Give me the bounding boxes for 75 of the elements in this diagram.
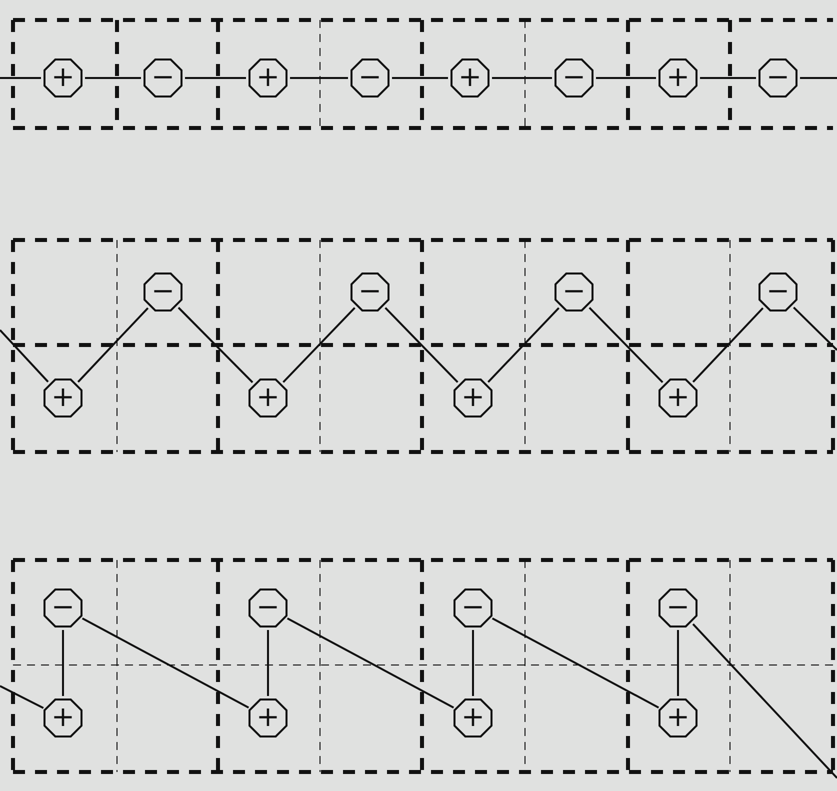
charge-sign: +	[665, 379, 691, 415]
ion-octagon	[451, 376, 495, 420]
charge-sign: +	[255, 699, 281, 735]
charge-sign: −	[150, 273, 176, 309]
connecting-line	[492, 77, 552, 79]
ion-octagon	[246, 376, 290, 420]
ion-octagon	[451, 696, 495, 740]
charge-sign: −	[665, 589, 691, 625]
ion-octagon	[246, 56, 290, 100]
charge-sign: −	[255, 589, 281, 625]
connecting-line	[185, 77, 246, 79]
charge-sign: +	[665, 59, 691, 95]
ion-octagon	[656, 56, 700, 100]
charge-sign: +	[460, 379, 486, 415]
charge-sign: −	[357, 59, 383, 95]
connecting-line	[392, 77, 448, 79]
charge-sign: −	[460, 589, 486, 625]
connecting-line	[267, 630, 269, 696]
charge-sign: +	[255, 59, 281, 95]
charge-sign: −	[357, 273, 383, 309]
connecting-line	[677, 630, 679, 696]
ion-octagon	[656, 586, 700, 630]
connecting-line	[692, 623, 837, 779]
charge-sign: +	[460, 699, 486, 735]
ion-octagon	[141, 56, 185, 100]
charge-sign: +	[50, 379, 76, 415]
ion-octagon	[348, 270, 392, 314]
ion-octagon	[448, 56, 492, 100]
ion-octagon	[656, 376, 700, 420]
ion-octagon	[41, 696, 85, 740]
charge-sign: −	[50, 589, 76, 625]
connecting-line	[692, 307, 764, 383]
connecting-line	[487, 307, 560, 383]
connecting-line	[700, 77, 756, 79]
connecting-line	[62, 630, 64, 696]
charge-sign: +	[50, 699, 76, 735]
ion-octagon	[246, 586, 290, 630]
connecting-line	[588, 307, 664, 383]
charge-sign: +	[50, 59, 76, 95]
connecting-line	[0, 77, 41, 79]
connecting-line	[85, 77, 141, 79]
connecting-line	[290, 77, 348, 79]
charge-sign: +	[255, 379, 281, 415]
connecting-line	[384, 307, 458, 383]
charge-sign: +	[665, 699, 691, 735]
connecting-line	[472, 630, 474, 696]
connecting-line	[0, 329, 49, 383]
ion-octagon	[756, 56, 800, 100]
ion-octagon	[756, 270, 800, 314]
ion-octagon	[41, 376, 85, 420]
connecting-line	[282, 307, 356, 383]
ion-octagon	[246, 696, 290, 740]
charge-sign: +	[457, 59, 483, 95]
ion-octagon	[41, 586, 85, 630]
ion-octagon	[348, 56, 392, 100]
connecting-line	[77, 307, 149, 383]
connecting-line	[286, 618, 454, 708]
charge-sign: −	[765, 273, 791, 309]
connecting-line	[492, 618, 660, 708]
ion-octagon	[656, 696, 700, 740]
connecting-line	[0, 685, 44, 709]
connecting-line	[178, 306, 254, 384]
ion-octagon	[141, 270, 185, 314]
connecting-line	[792, 306, 837, 351]
ion-octagon	[41, 56, 85, 100]
charge-sign: −	[561, 273, 587, 309]
connecting-line	[596, 77, 656, 79]
connecting-line	[82, 618, 250, 708]
charge-sign: −	[765, 59, 791, 95]
charge-sign: −	[150, 59, 176, 95]
ion-octagon	[451, 586, 495, 630]
ion-octagon	[552, 270, 596, 314]
connecting-line	[800, 77, 837, 79]
ion-octagon	[552, 56, 596, 100]
charge-sign: −	[561, 59, 587, 95]
